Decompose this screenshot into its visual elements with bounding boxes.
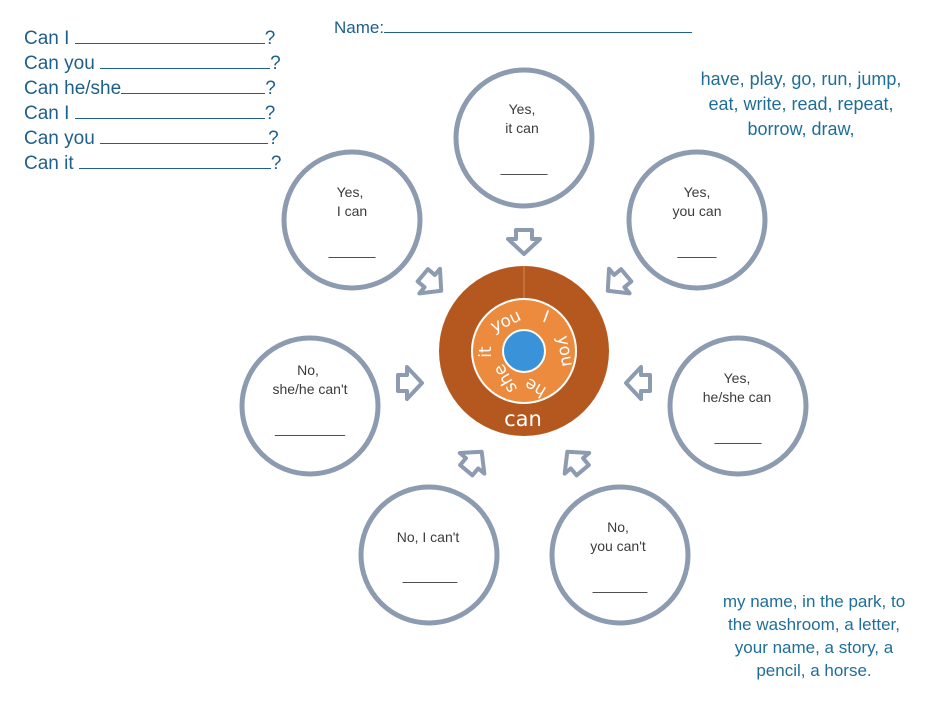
circle-text: Yes, — [337, 184, 364, 200]
answer-circle-lower-left: No, I can't _______ — [358, 484, 500, 626]
name-label: Name: — [334, 18, 385, 37]
circle-text: he/she can — [703, 389, 772, 405]
circle-blank[interactable]: ______ — [500, 159, 548, 175]
answer-blank[interactable] — [100, 51, 271, 69]
word-bank-line: have, play, go, run, jump, — [700, 69, 902, 89]
question-prefix: Can he/she — [24, 78, 122, 99]
phrase-word-bank: my name, in the park, to the washroom, a… — [700, 590, 928, 682]
question-mark: ? — [264, 103, 276, 124]
question-mark: ? — [268, 128, 279, 149]
answer-circle-upper-right: Yes, you can _____ — [626, 149, 768, 291]
name-blank[interactable] — [384, 17, 693, 33]
question-line: Can it ? — [24, 151, 282, 176]
arrow-icon — [396, 365, 424, 401]
question-prefix: Can it — [24, 153, 74, 174]
word-bank-line: my name, in the park, to — [722, 592, 906, 611]
circle-text: No, — [607, 519, 629, 535]
word-bank-line: eat, write, read, repeat, — [708, 94, 894, 114]
arrow-icon — [605, 266, 634, 296]
answer-blank[interactable] — [74, 101, 265, 119]
arrow-icon — [415, 266, 444, 296]
answer-circle-top: Yes, it can ______ — [453, 67, 595, 209]
verb-word-bank: have, play, go, run, jump, eat, write, r… — [682, 67, 920, 142]
name-field-row: Name: — [334, 17, 693, 38]
question-line: Can you ? — [24, 126, 282, 151]
hub-center-dot — [502, 329, 546, 373]
circle-text: No, I can't — [397, 529, 460, 545]
question-prefix: Can you — [24, 128, 95, 149]
circle-text: she/he can't — [272, 381, 347, 397]
circle-text: Yes, — [724, 370, 751, 386]
circle-text: Yes, — [684, 184, 711, 200]
circle-blank[interactable]: ______ — [714, 428, 762, 444]
circle-text: Yes, — [509, 101, 536, 117]
ring-word: it — [476, 346, 496, 358]
circle-text: you can — [672, 203, 721, 219]
question-prefix: Can you — [24, 53, 95, 74]
question-line: Can I ? — [24, 26, 282, 51]
question-mark: ? — [270, 153, 282, 174]
answer-blank[interactable] — [78, 151, 271, 169]
answer-circle-lower-right: No, you can't _______ — [549, 484, 691, 626]
question-prefix: Can I — [24, 103, 70, 124]
answer-circle-middle-left: No, she/he can't _________ — [239, 335, 381, 477]
central-hub: you I you he she it can — [439, 266, 609, 436]
arrow-icon — [562, 449, 592, 478]
answer-circle-upper-left: Yes, I can ______ — [281, 149, 423, 291]
question-line: Can you ? — [24, 51, 282, 76]
circle-blank[interactable]: _______ — [402, 567, 458, 583]
word-bank-line: pencil, a horse. — [756, 661, 872, 680]
answer-blank[interactable] — [121, 76, 266, 94]
question-prefix: Can I — [24, 28, 70, 49]
question-mark: ? — [270, 53, 281, 74]
circle-text: No, — [297, 362, 319, 378]
circle-blank[interactable]: _________ — [274, 420, 345, 436]
question-line: Can he/she? — [24, 76, 282, 101]
word-bank-line: borrow, draw, — [747, 119, 855, 139]
ring-word: I — [540, 307, 552, 328]
answer-circle-middle-right: Yes, he/she can ______ — [667, 335, 809, 477]
circle-blank[interactable]: ______ — [328, 242, 376, 258]
arrow-icon — [506, 228, 542, 256]
circle-text: I can — [337, 203, 367, 219]
question-mark: ? — [264, 28, 276, 49]
arrow-icon — [457, 449, 487, 478]
arrow-icon — [624, 365, 652, 401]
circle-text: you can't — [590, 538, 646, 554]
question-mark: ? — [265, 78, 276, 99]
circle-blank[interactable]: _______ — [592, 577, 648, 593]
question-line: Can I ? — [24, 101, 282, 126]
hub-word: can — [504, 407, 542, 431]
question-list: Can I ? Can you ? Can he/she? Can I ? Ca… — [24, 26, 282, 176]
circle-blank[interactable]: _____ — [677, 242, 717, 258]
answer-blank[interactable] — [100, 126, 269, 144]
word-bank-line: your name, a story, a — [734, 638, 894, 657]
answer-blank[interactable] — [74, 26, 265, 44]
circle-text: it can — [505, 120, 538, 136]
word-bank-line: the washroom, a letter, — [728, 615, 900, 634]
